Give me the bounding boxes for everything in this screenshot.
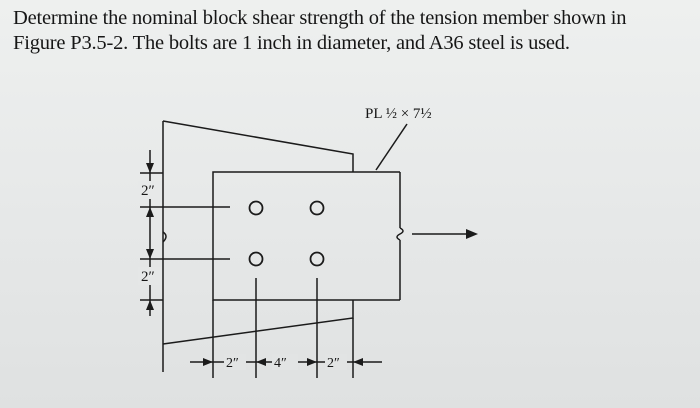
bolt-hole: [309, 251, 325, 267]
dimension-label-horizontal-left: 2″: [226, 356, 239, 371]
dimension-label-vertical-top: 2″: [141, 183, 155, 199]
arrow-down-icon: [146, 249, 154, 259]
bolt-group: [248, 200, 325, 267]
plate-label: PL ½ × 7½: [365, 106, 432, 122]
tension-plate: [212, 171, 400, 301]
problem-line-1: Determine the nominal block shear streng…: [13, 7, 627, 29]
dimension-label-vertical-bottom: 2″: [141, 269, 155, 285]
arrow-right-icon: [203, 358, 213, 366]
problem-line-2: Figure P3.5-2. The bolts are 1 inch in d…: [13, 32, 570, 54]
tension-arrowhead: [466, 229, 478, 239]
dimension-label-horizontal-right: 2″: [327, 356, 340, 371]
arrow-up-icon: [146, 300, 154, 310]
gusset-break-line: [162, 231, 167, 243]
bolt-hole: [309, 200, 325, 216]
plate-label-leader: [375, 123, 408, 171]
gusset-top-edge: [162, 120, 354, 172]
arrow-up-icon: [146, 207, 154, 217]
tension-plate-break-line: [396, 227, 404, 300]
gusset-bottom-edge: [162, 300, 354, 345]
arrow-left-icon: [353, 358, 363, 366]
dimension-label-horizontal-middle: 4″: [274, 356, 287, 371]
bolt-hole: [248, 251, 264, 267]
arrow-right-icon: [307, 358, 317, 366]
problem-statement: Determine the nominal block shear streng…: [13, 6, 693, 56]
arrow-left-icon: [256, 358, 266, 366]
arrow-down-icon: [146, 163, 154, 173]
bolt-hole: [248, 200, 264, 216]
